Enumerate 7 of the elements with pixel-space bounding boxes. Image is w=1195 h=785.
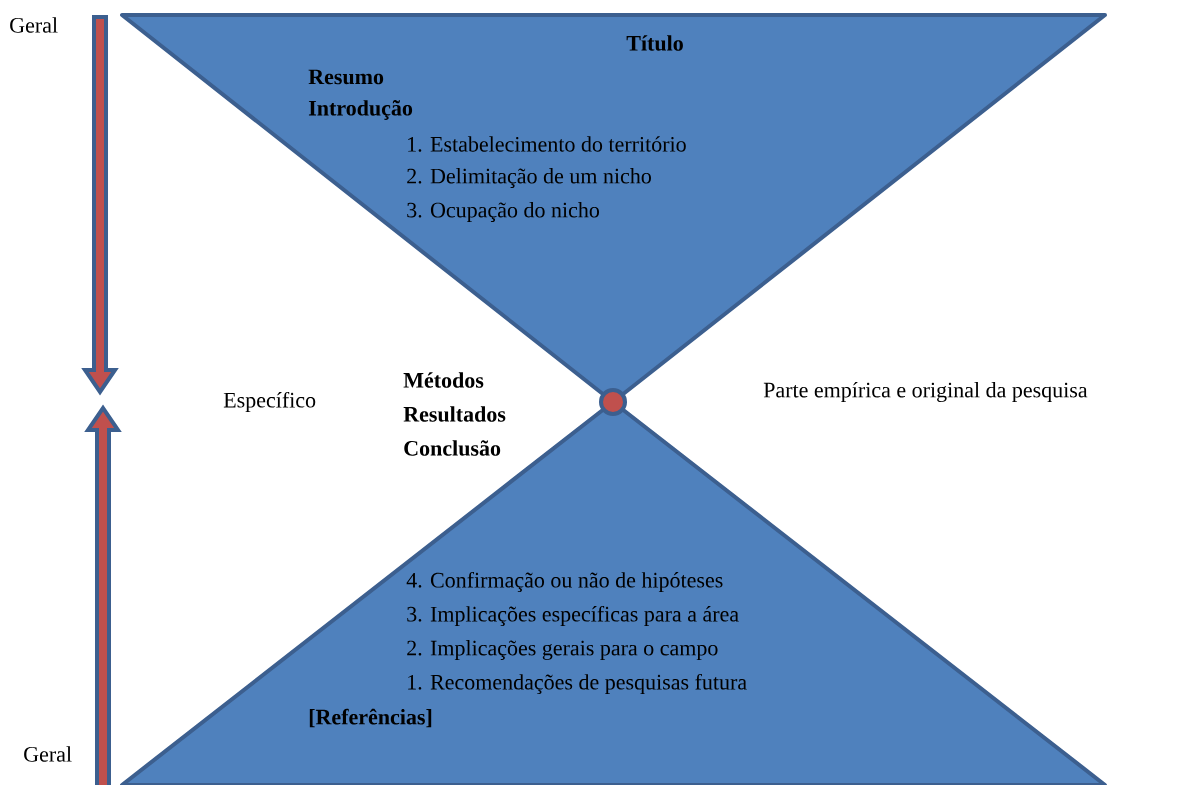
label-text: Geral [24, 746, 72, 762]
label-text: Resultados [403, 406, 506, 422]
label-text: Métodos [403, 372, 484, 388]
circle-dot [599, 388, 627, 416]
label-text: Parte empírica e original da pesquisa [763, 381, 1088, 402]
label-text: Conclusão [404, 440, 501, 456]
label-text: Geral [10, 17, 58, 33]
